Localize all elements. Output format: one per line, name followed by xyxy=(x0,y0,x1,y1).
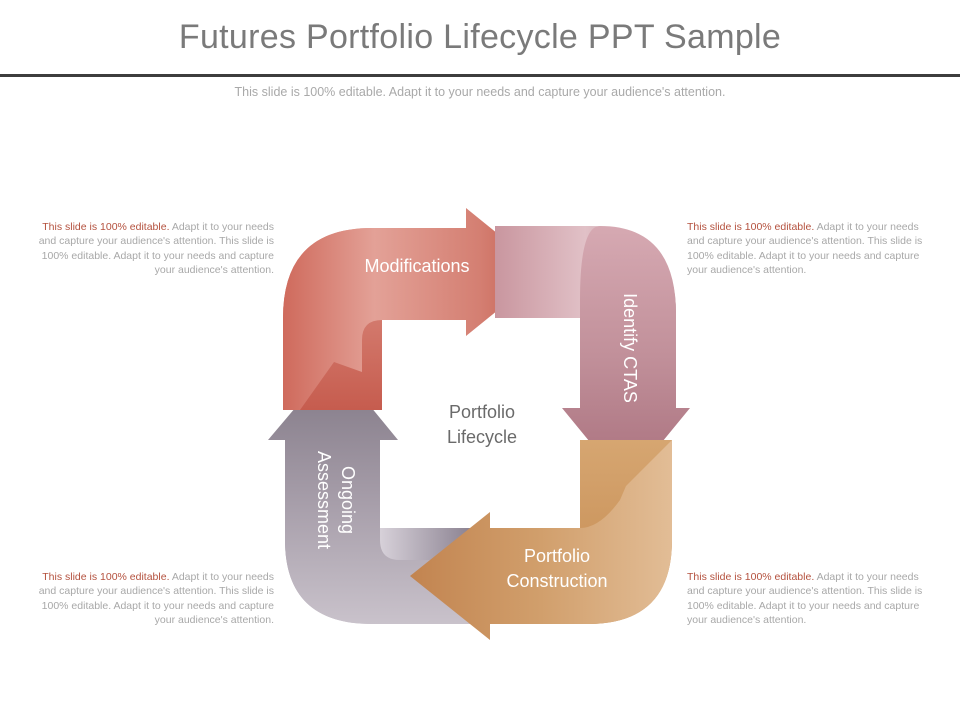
note-highlight: This slide is 100% editable. xyxy=(42,221,170,233)
segment-identify-ctas xyxy=(495,226,690,486)
note-highlight: This slide is 100% editable. xyxy=(687,571,815,583)
note-top-right: This slide is 100% editable. Adapt it to… xyxy=(687,220,933,277)
label-construction-line1: Portfolio xyxy=(524,546,590,566)
note-body: Adapt it to your needs and capture your … xyxy=(38,571,274,626)
title-divider xyxy=(0,74,960,77)
note-top-left: This slide is 100% editable. Adapt it to… xyxy=(28,220,274,277)
center-label-line1: Portfolio xyxy=(449,402,515,422)
note-bottom-right: This slide is 100% editable. Adapt it to… xyxy=(687,570,933,627)
center-label-line2: Lifecycle xyxy=(447,427,517,447)
note-body: Adapt it to your needs and capture your … xyxy=(687,571,923,626)
segment-modifications xyxy=(283,208,545,410)
note-bottom-left: This slide is 100% editable. Adapt it to… xyxy=(28,570,274,627)
note-highlight: This slide is 100% editable. xyxy=(42,571,170,583)
label-assessment-line2: Assessment xyxy=(314,451,334,549)
segment-portfolio-construction xyxy=(410,440,672,640)
label-assessment-line1: Ongoing xyxy=(338,466,358,534)
note-body: Adapt it to your needs and capture your … xyxy=(38,221,274,276)
note-highlight: This slide is 100% editable. xyxy=(687,221,815,233)
label-identify-ctas: Identify CTAS xyxy=(620,293,640,403)
label-construction-line2: Construction xyxy=(506,571,607,591)
label-modifications: Modifications xyxy=(364,256,469,276)
slide-title: Futures Portfolio Lifecycle PPT Sample xyxy=(178,18,782,56)
note-body: Adapt it to your needs and capture your … xyxy=(687,221,923,276)
slide-subtitle: This slide is 100% editable. Adapt it to… xyxy=(234,85,726,99)
